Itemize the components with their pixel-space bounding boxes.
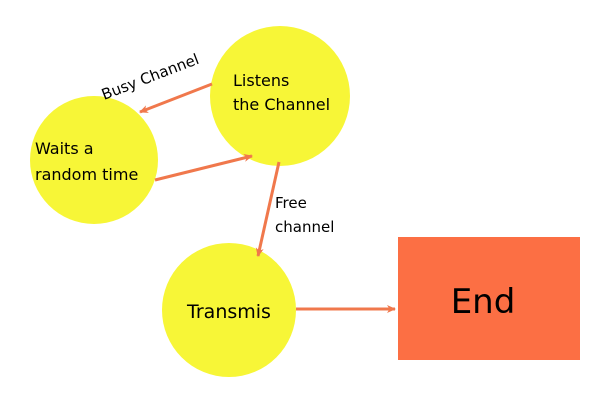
listens-label-line2: the Channel [233, 95, 330, 114]
arrow-waits-to-listens [154, 154, 253, 182]
end-label: End [451, 282, 516, 322]
listens-node [210, 26, 350, 166]
waits-label-line1: Waits a [35, 139, 94, 158]
free-channel-label-line1: Free [275, 194, 307, 212]
end-node [398, 237, 580, 360]
arrow-listens-to-waits [139, 82, 213, 114]
waits-node [30, 96, 158, 224]
arrow-listens-to-transmis [255, 161, 281, 257]
transmis-label: Transmis [186, 301, 271, 323]
listens-label-line1: Listens [233, 71, 289, 90]
waits-label-line2: random time [35, 165, 138, 184]
transmis-node [162, 243, 296, 377]
free-channel-label-line2: channel [275, 218, 334, 236]
